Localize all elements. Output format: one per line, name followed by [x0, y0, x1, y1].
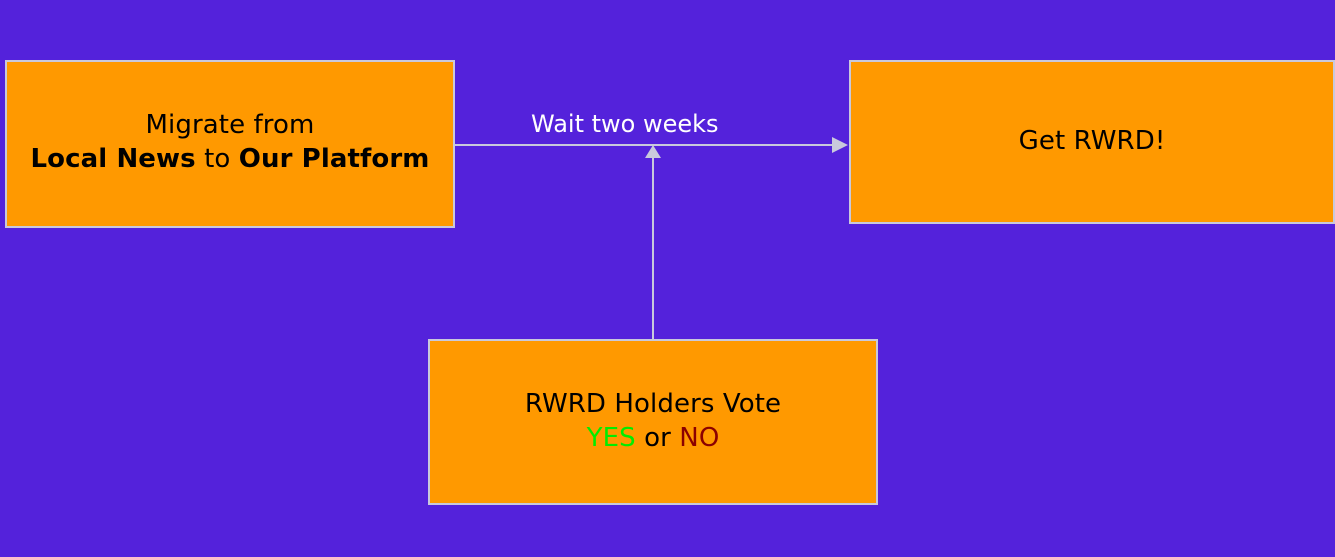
node-reward-text: Get RWRD!: [1018, 126, 1166, 157]
node-migrate-line1: Migrate from: [145, 110, 315, 141]
node-migrate-line2: Local News to Our Platform: [13, 143, 447, 177]
arrow-up-icon: [645, 145, 661, 158]
vote-option-no: NO: [679, 423, 720, 453]
node-vote-text: RWRD Holders Vote YES or NO: [430, 388, 876, 456]
edge-label-wait-two-weeks: Wait two weeks: [531, 110, 719, 138]
vote-option-or: or: [635, 423, 680, 453]
node-vote-line2: YES or NO: [436, 422, 870, 456]
node-holders-vote[interactable]: RWRD Holders Vote YES or NO: [428, 339, 878, 505]
arrow-right-icon: [832, 137, 848, 153]
node-migrate-text: Migrate from Local News to Our Platform: [7, 109, 453, 177]
node-vote-line1: RWRD Holders Vote: [524, 389, 782, 420]
vote-option-yes: YES: [586, 423, 636, 453]
node-get-reward[interactable]: Get RWRD!: [849, 60, 1335, 224]
edge-vote-to-flow-line: [652, 152, 654, 340]
node-migrate-source: Local News: [30, 144, 196, 174]
node-migrate-from[interactable]: Migrate from Local News to Our Platform: [5, 60, 455, 228]
node-migrate-target: Our Platform: [238, 144, 430, 174]
node-migrate-connector: to: [195, 144, 239, 174]
